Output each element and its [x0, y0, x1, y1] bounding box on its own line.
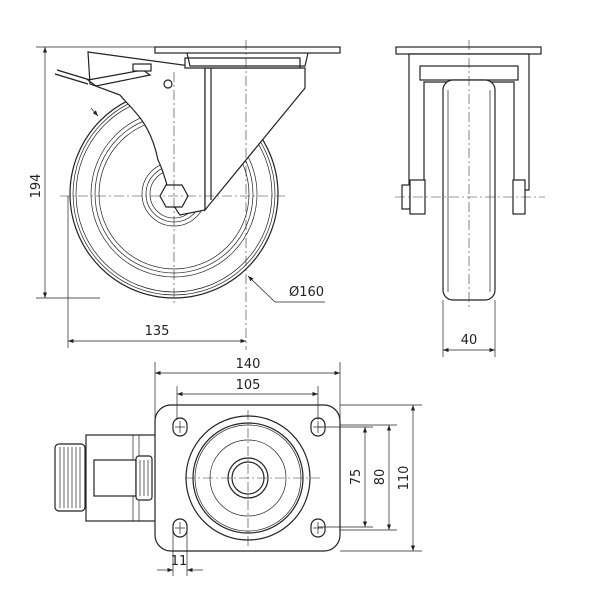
- side-view: 194 135 Ø160: [29, 40, 341, 350]
- dim-plate-width-label: 140: [236, 357, 261, 372]
- top-view: 140 105 75 80 110: [54, 357, 422, 576]
- dim-wheel-width-label: 40: [461, 333, 478, 348]
- dim-hole-spacing-x: 105: [176, 378, 319, 420]
- dim-wheel-diameter: Ø160: [90, 107, 325, 303]
- dim-hole-spacing-x-label: 105: [236, 378, 261, 393]
- dim-hole-spacing-y-inner-label: 75: [349, 469, 364, 486]
- dim-wheel-width: 40: [442, 300, 496, 357]
- brake-lever: [54, 63, 152, 87]
- dim-plate-depth: 110: [340, 404, 422, 552]
- dim-hole-diameter-label: 11: [171, 554, 188, 569]
- dim-wheel-diameter-label: Ø160: [289, 285, 324, 300]
- dim-hole-spacing-y-outer-label: 80: [373, 469, 388, 486]
- mounting-holes: [172, 417, 326, 538]
- front-view: 40: [395, 40, 545, 357]
- dim-plate-width: 140: [154, 357, 341, 478]
- side-top-plate: [154, 46, 341, 54]
- dim-height-label: 194: [29, 174, 44, 199]
- dim-offset-label: 135: [145, 324, 170, 339]
- dim-hole-spacing-y-inner: 75: [318, 426, 373, 528]
- dim-offset: 135: [67, 196, 246, 348]
- dim-hole-diameter: 11: [157, 530, 203, 576]
- dim-plate-depth-label: 110: [397, 466, 412, 491]
- front-top-plate: [395, 46, 542, 55]
- brake-housing: [54, 434, 157, 522]
- dim-hole-spacing-y-outer: 80: [340, 424, 397, 531]
